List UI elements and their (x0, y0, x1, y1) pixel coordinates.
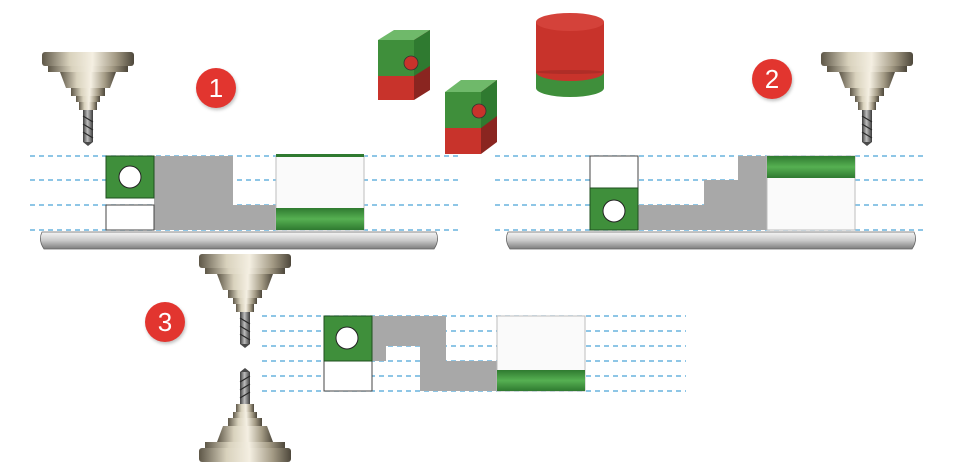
cube-part-icon-b (445, 80, 497, 154)
spindle-icon (41, 51, 135, 147)
top-edge (276, 154, 364, 157)
spindle-icon-lower (198, 367, 292, 462)
step-2-badge: 2 (752, 59, 792, 99)
spindle-icon (820, 51, 914, 147)
step-2-panel (495, 51, 925, 250)
cylinder-part-icon (536, 13, 604, 97)
cube-part-icon-a (378, 30, 430, 100)
machine-table-icon (506, 231, 916, 250)
machine-table-icon (40, 231, 438, 250)
green-bar (497, 370, 585, 391)
material-profile (638, 156, 767, 230)
green-bar (276, 208, 364, 230)
material-profile (154, 156, 276, 230)
material-profile (372, 316, 497, 391)
lower-block (323, 360, 373, 392)
lower-block (105, 204, 155, 231)
green-bar (767, 156, 855, 178)
hole-icon (602, 199, 626, 223)
hole-icon (335, 326, 359, 350)
step-3-panel (198, 253, 686, 462)
step-1-panel (30, 51, 458, 250)
hole-icon (118, 165, 142, 189)
upper-block (589, 155, 639, 189)
spindle-icon (198, 253, 292, 349)
step-3-badge: 3 (145, 302, 185, 342)
step-1-badge: 1 (196, 68, 236, 108)
